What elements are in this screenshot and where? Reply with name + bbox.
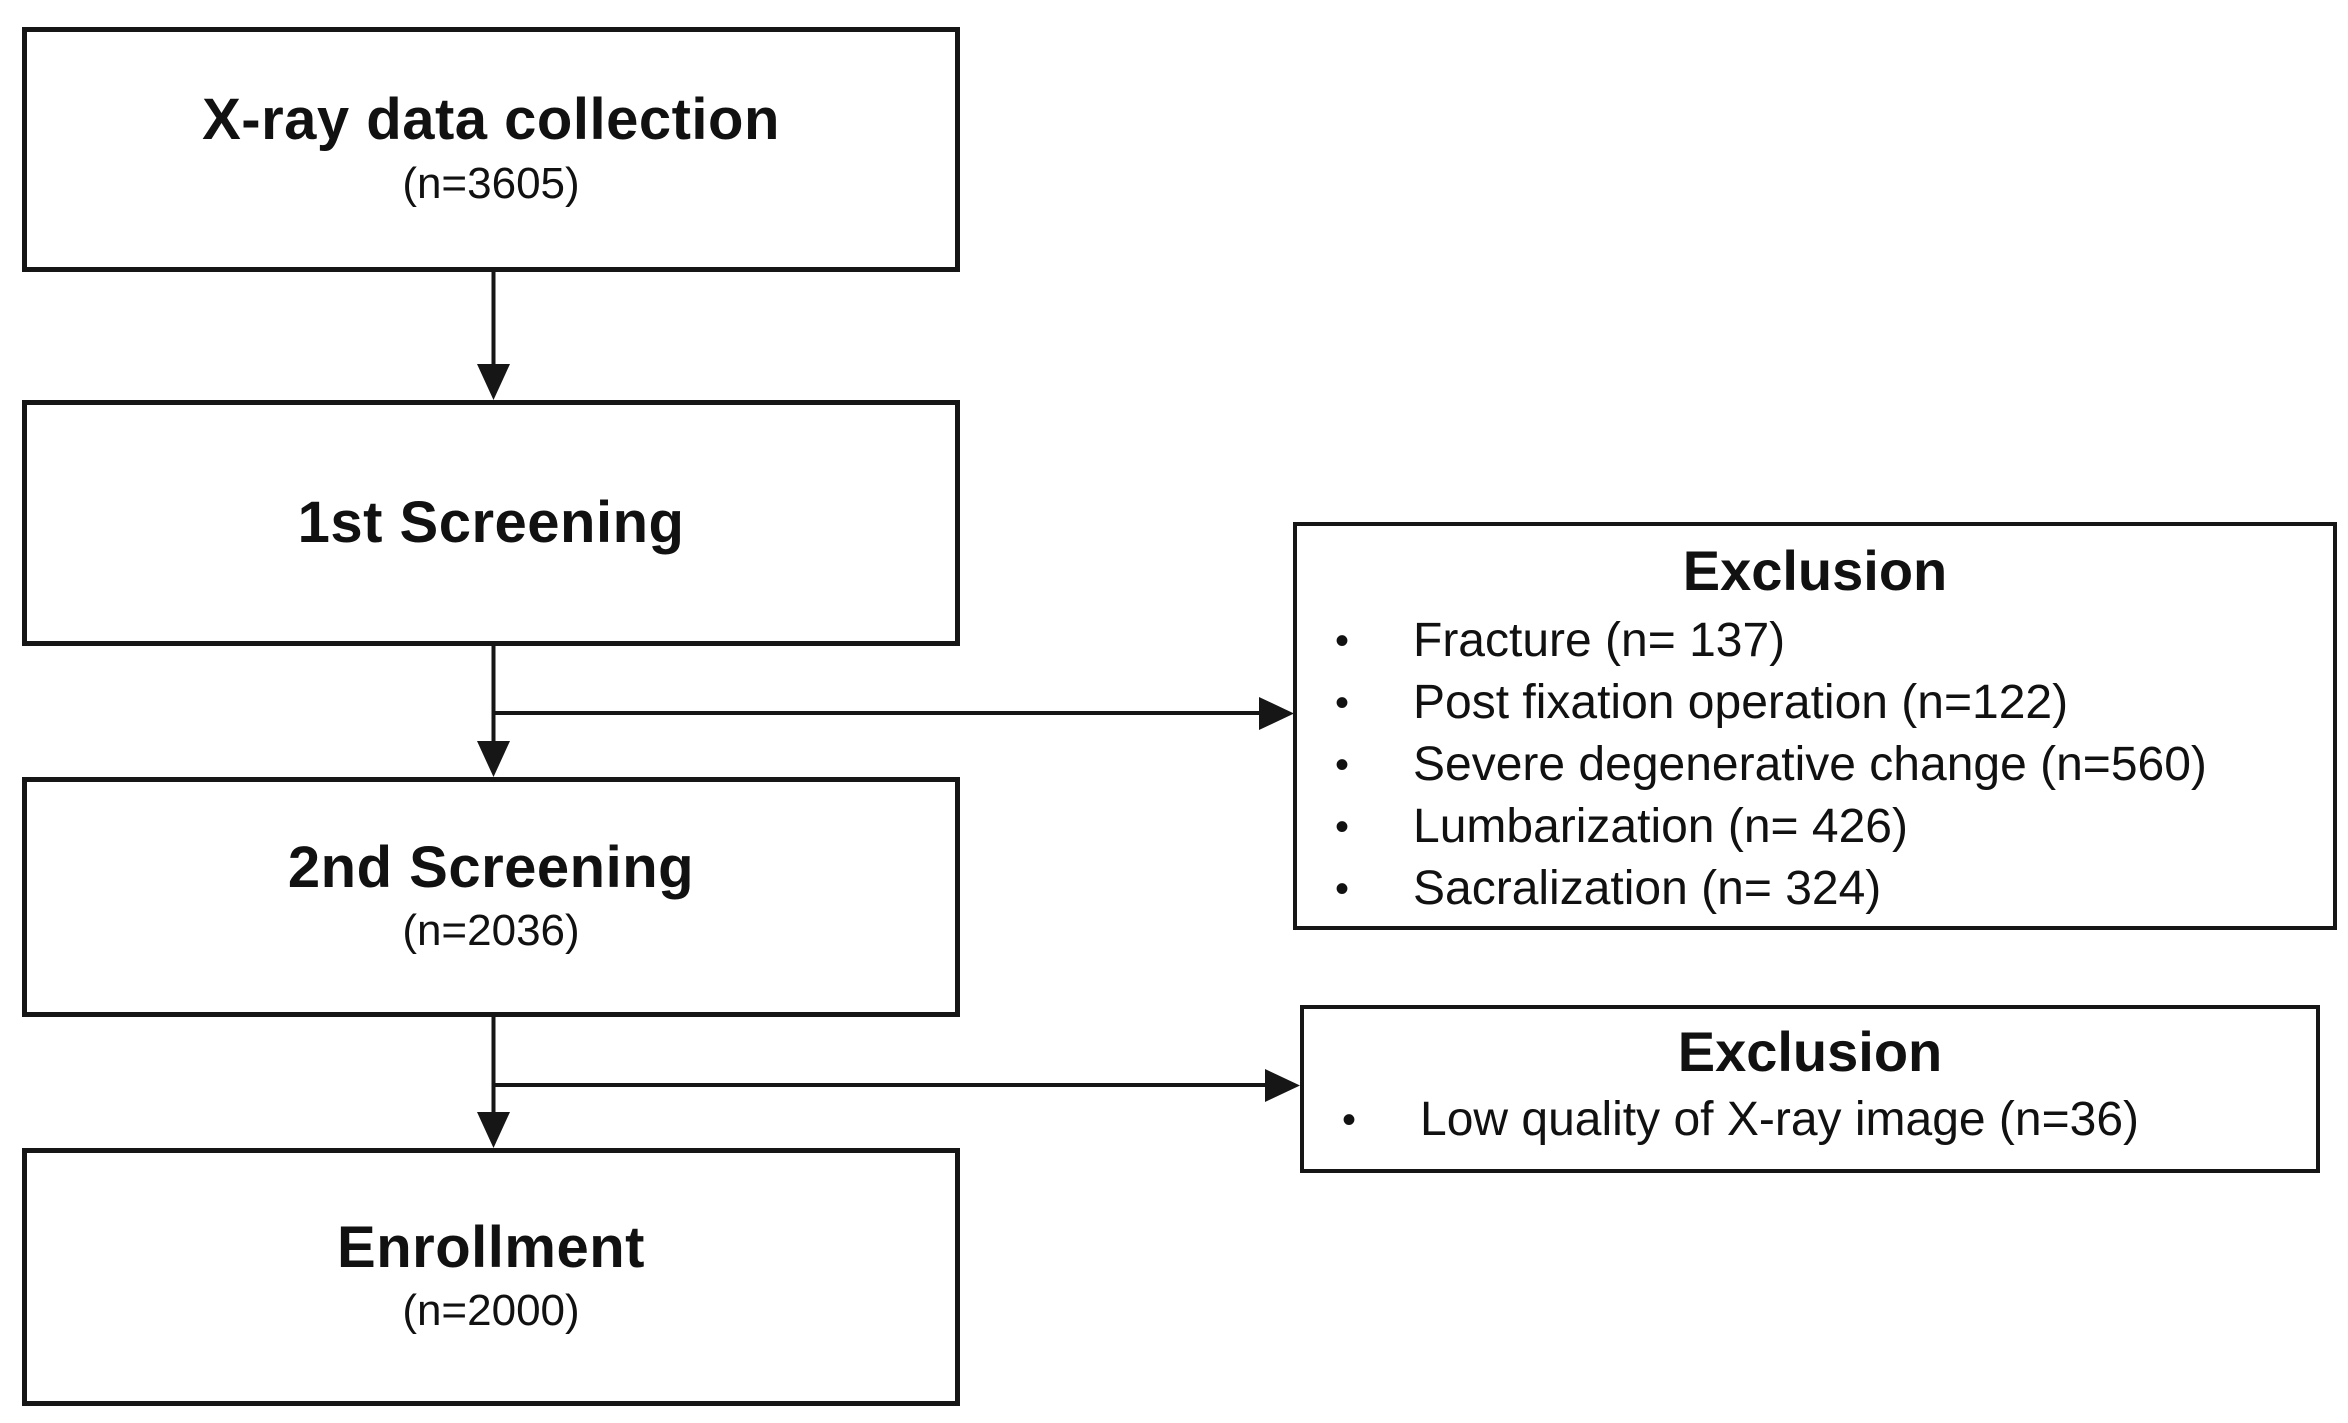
- flow-box-title: 2nd Screening: [287, 834, 695, 900]
- flow-box-first-screening: 1st Screening: [22, 400, 960, 646]
- exclusion-title: Exclusion: [1682, 539, 1948, 602]
- flow-box-title: X-ray data collection: [202, 87, 780, 153]
- bullet-icon: •: [1334, 743, 1349, 787]
- list-item: • Post fixation operation (n=122): [1297, 672, 2333, 734]
- flow-box-count: (n=3605): [402, 158, 580, 208]
- exclusion-reason: Severe degenerative change (n=560): [1413, 738, 2207, 791]
- flow-box-count: (n=2000): [402, 1286, 580, 1336]
- exclusion-reason: Fracture (n= 137): [1413, 614, 1786, 667]
- flow-box-count: (n=2036): [402, 906, 580, 956]
- flow-box-xray-data-collection: X-ray data collection (n=3605): [22, 27, 960, 272]
- branch-arrow-exclusion-1: [493, 697, 1294, 730]
- down-arrow-connector-2: [477, 645, 510, 777]
- bullet-icon: •: [1334, 681, 1349, 725]
- list-item: • Sacralization (n= 324): [1297, 858, 2333, 920]
- bullet-icon: •: [1341, 1098, 1356, 1142]
- exclusion-box-1: Exclusion • Fracture (n= 137) • Post fix…: [1293, 522, 2337, 930]
- bullet-icon: •: [1334, 805, 1349, 849]
- flow-box-second-screening: 2nd Screening (n=2036): [22, 777, 960, 1017]
- bullet-icon: •: [1334, 867, 1349, 911]
- list-item: • Low quality of X-ray image (n=36): [1304, 1091, 2316, 1149]
- down-arrow-connector-1: [477, 271, 510, 400]
- exclusion-reason: Post fixation operation (n=122): [1413, 676, 2069, 729]
- exclusion-reason: Sacralization (n= 324): [1413, 862, 1882, 915]
- exclusion-reason: Low quality of X-ray image (n=36): [1420, 1093, 2140, 1146]
- exclusion-reason: Lumbarization (n= 426): [1413, 800, 1908, 853]
- flow-box-enrollment: Enrollment (n=2000): [22, 1148, 960, 1406]
- list-item: • Fracture (n= 137): [1297, 610, 2333, 672]
- bullet-icon: •: [1334, 619, 1349, 663]
- flow-box-title: Enrollment: [337, 1214, 645, 1280]
- flow-box-title: 1st Screening: [297, 490, 685, 556]
- exclusion-title: Exclusion: [1677, 1020, 1943, 1083]
- branch-arrow-exclusion-2: [493, 1069, 1300, 1102]
- exclusion-box-2: Exclusion • Low quality of X-ray image (…: [1300, 1005, 2320, 1173]
- down-arrow-connector-3: [477, 1015, 510, 1148]
- list-item: • Lumbarization (n= 426): [1297, 796, 2333, 858]
- list-item: • Severe degenerative change (n=560): [1297, 734, 2333, 796]
